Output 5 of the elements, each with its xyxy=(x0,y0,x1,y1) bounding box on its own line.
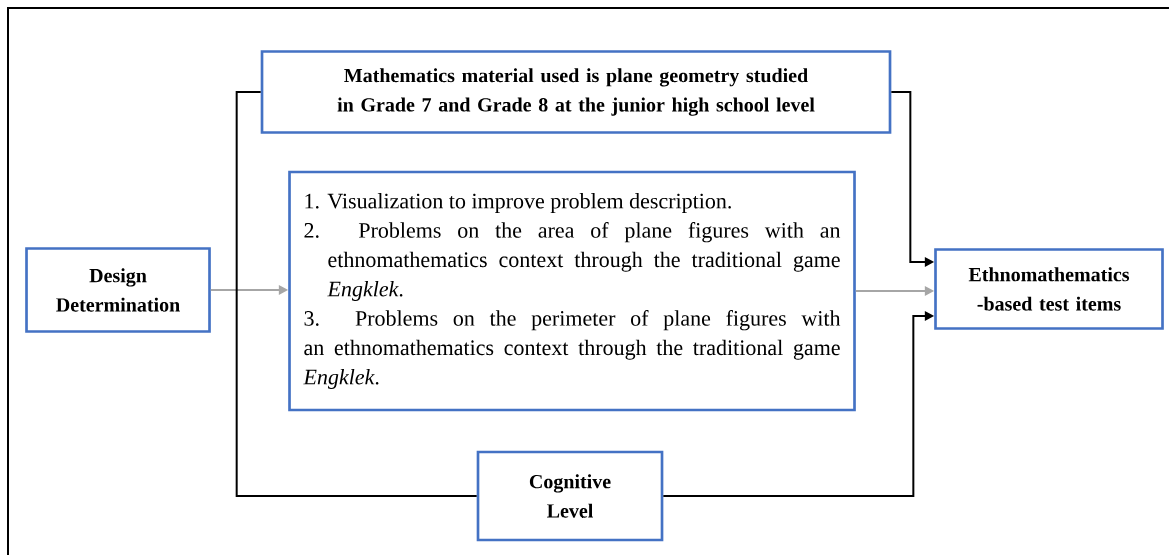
list-box: 1. Visualization to improve problem description. 2. Problems on the area of plane figures with an ethnomathematics context through the traditional game Engklek. 3. Problems on the perimeter of plane figures with an ethnomathematics context through the traditional game Engklek. xyxy=(288,170,856,412)
process-box: Ethnomathematics -based test items xyxy=(934,248,1164,330)
process-box: Mathematics material used is plane geometry studied in Grade 7 and Grade 8 at the junior high school level xyxy=(260,50,892,134)
process-box: Cognitive Level xyxy=(476,450,664,542)
process-box: Design Determination xyxy=(25,247,211,333)
